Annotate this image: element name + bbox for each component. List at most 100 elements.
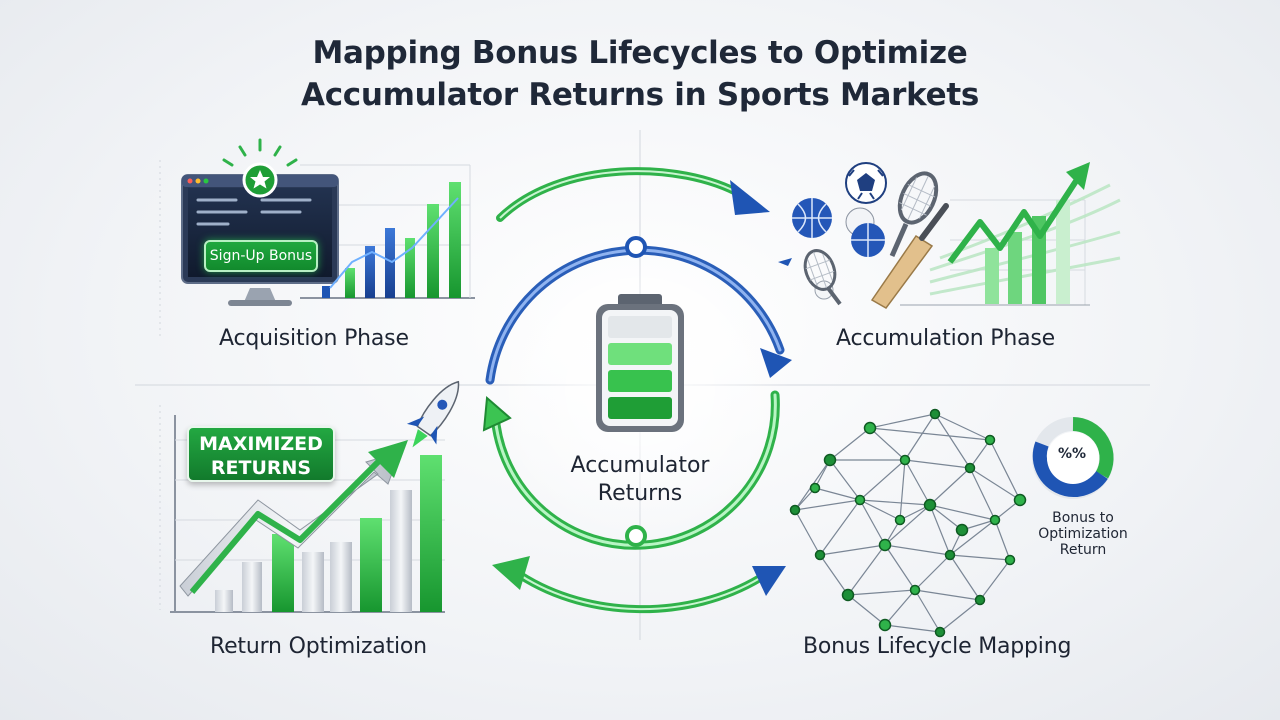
network-edge: [794, 509, 821, 556]
tennis-racket-icon: [803, 171, 939, 306]
page-title: Mapping Bonus Lifecycles to Optimize Acc…: [0, 32, 1280, 116]
network-node: [878, 538, 892, 552]
badge-line-2: RETURNS: [210, 457, 312, 479]
return-optimization-label: Return Optimization: [210, 634, 427, 659]
network-edge: [869, 427, 991, 441]
network-node: [1013, 493, 1027, 507]
network-edge: [934, 413, 991, 441]
network-edge: [929, 467, 971, 506]
network-edge: [904, 459, 931, 506]
network-edge: [949, 554, 981, 601]
network-edge: [929, 504, 951, 556]
network-edge: [859, 499, 931, 506]
title-line-2: Accumulator Returns in Sports Markets: [301, 77, 979, 113]
network-edge: [929, 504, 963, 531]
network-edge: [914, 554, 951, 591]
network-edge: [819, 554, 849, 596]
side-line-1: Bonus to: [1052, 510, 1114, 526]
donut-chart-icon: [1032, 417, 1114, 499]
network-edge: [829, 459, 861, 501]
network-edge: [847, 544, 886, 596]
ring-arrow-green-icon: [482, 395, 512, 432]
network-node: [789, 504, 801, 516]
network-node: [984, 434, 996, 446]
network-node: [814, 549, 826, 561]
network-node: [899, 454, 911, 466]
network-edge: [869, 413, 936, 429]
network-edge: [904, 413, 936, 461]
network-edge: [847, 589, 916, 596]
network-edge: [949, 554, 1011, 561]
bonus-lifecycle-mapping-label: Bonus Lifecycle Mapping: [803, 634, 1072, 659]
network-node: [823, 453, 837, 467]
network-node: [854, 494, 866, 506]
network-edge: [989, 439, 1021, 501]
network-node: [964, 462, 976, 474]
network-node: [974, 594, 986, 606]
ring-node-bottom: [625, 525, 647, 547]
network-edge: [929, 504, 996, 521]
network-icon: [789, 408, 1027, 638]
accumulation-graphic: [778, 162, 1121, 309]
network-node: [878, 618, 892, 632]
network-edge: [904, 459, 971, 469]
network-edge: [994, 519, 1011, 561]
side-line-2: Optimization: [1038, 526, 1128, 542]
ring-arrow-blue-icon: [760, 348, 792, 378]
network-edge: [934, 413, 971, 469]
accumulation-phase-label: Accumulation Phase: [836, 326, 1055, 351]
cricket-bat-icon: [870, 203, 949, 309]
bottom-flow-arrow: [492, 556, 786, 614]
network-edge: [939, 599, 981, 633]
donut-center-text: %%: [1057, 446, 1087, 462]
network-edge: [819, 499, 861, 556]
network-edge: [969, 467, 996, 521]
battery-icon: [596, 294, 684, 432]
network-edge: [914, 589, 981, 601]
network-node: [1004, 554, 1016, 566]
network-edge: [884, 544, 951, 556]
optimization-graphic: [170, 380, 460, 613]
center-line-2: Returns: [597, 481, 683, 506]
sign-up-bonus-badge: Sign-Up Bonus: [204, 240, 318, 272]
top-flow-arrow: [496, 167, 770, 222]
acquisition-graphic: [181, 138, 475, 306]
network-node: [934, 626, 946, 638]
sports-balls-icon: [778, 162, 887, 300]
network-edge: [884, 589, 916, 626]
bonus-to-optimization-return-label: Bonus to Optimization Return: [1018, 510, 1148, 558]
rocket-icon: [406, 380, 460, 448]
network-node: [989, 514, 1001, 526]
network-node: [944, 549, 956, 561]
network-edge: [914, 589, 941, 633]
network-edge: [859, 499, 901, 521]
maximized-returns-badge: MAXIMIZED RETURNS: [187, 426, 335, 482]
network-node: [841, 588, 855, 602]
network-edge: [969, 439, 991, 469]
network-edge: [814, 487, 861, 501]
network-edge: [884, 624, 941, 633]
star-icon: [222, 138, 298, 198]
badge-line-1: MAXIMIZED: [199, 433, 323, 455]
cycle-ring: [485, 245, 785, 550]
network-node: [809, 482, 821, 494]
network-edge: [869, 427, 906, 461]
network-edge: [979, 559, 1011, 601]
network-edge: [899, 459, 906, 521]
bar-chart-icon: [322, 182, 461, 298]
network-edge: [884, 504, 931, 546]
network-edge: [884, 544, 916, 591]
accumulator-returns-label: Accumulator Returns: [520, 452, 760, 508]
network-edge: [794, 499, 861, 511]
network-node: [863, 421, 877, 435]
network-edge: [949, 519, 996, 556]
trend-arrow-icon: [947, 162, 1090, 264]
title-line-1: Mapping Bonus Lifecycles to Optimize: [312, 35, 968, 71]
network-node: [923, 498, 937, 512]
network-node: [909, 584, 921, 596]
network-node: [894, 514, 906, 526]
side-line-3: Return: [1059, 542, 1107, 558]
acquisition-phase-label: Acquisition Phase: [219, 326, 409, 351]
network-edge: [859, 459, 906, 501]
